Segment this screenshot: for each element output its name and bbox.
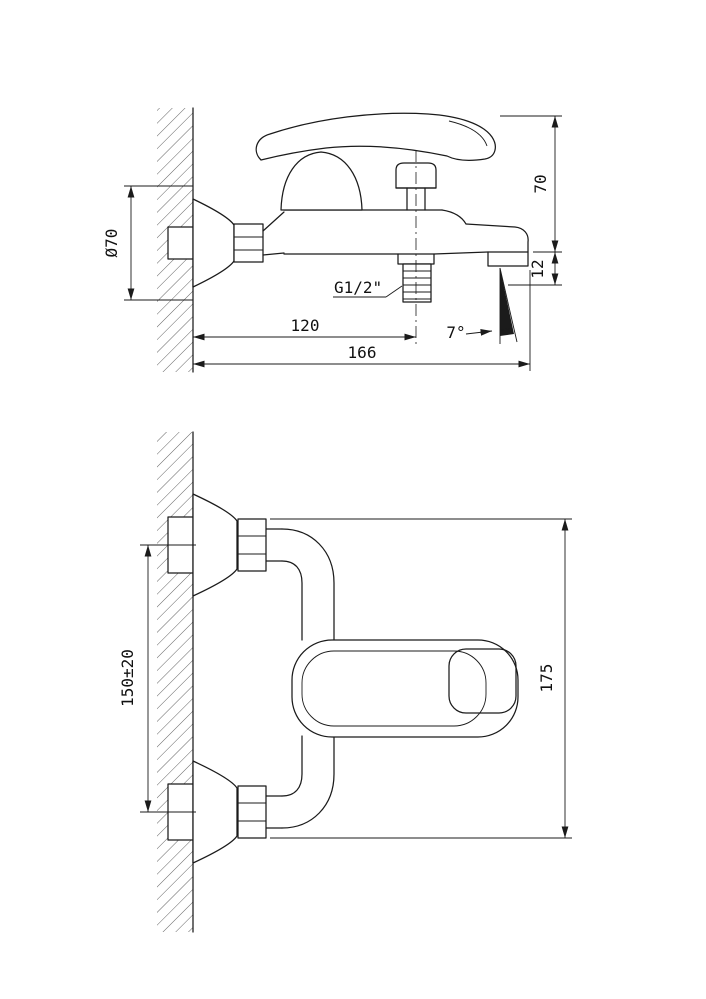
dim-label-thread: G1/2" [334,278,382,297]
dim-wall-to-spout-tip: 166 [193,270,531,371]
dim-spout-height: 70 [500,115,562,253]
lever-contour-line [448,120,488,147]
hex-nut [233,223,264,263]
dim-label-wall-to-outlet: 120 [291,316,320,335]
wall-anchor-block [167,226,194,260]
dim-overall-height: 175 [270,518,572,839]
lever-end-cap [448,648,517,714]
supply-pipes [265,528,335,829]
body-taper-bottom [262,252,285,256]
angle-leader [465,328,493,336]
dim-label-stream-angle: 7° [446,323,465,342]
angle-arc [499,327,513,331]
dim-label-outlet-drop: 12 [528,259,547,278]
dim-outlet-drop: 12 [508,252,562,286]
shower-outlet-thread [397,253,435,303]
lever-handle-front [291,639,519,738]
dim-wall-to-outlet: 120 [193,316,416,341]
cartridge-dome [280,151,363,211]
handle-inner-contour [301,650,487,727]
hex-nut [237,518,267,572]
thread-callout: G1/2" [333,278,403,298]
spout-aerator [487,251,529,267]
front-view: 150±20 175 [118,431,572,933]
lever-handle [255,112,496,162]
dim-mount-centers: 150±20 [118,544,196,813]
dim-label-spout-height: 70 [531,174,550,193]
escutcheon-cone [192,493,238,597]
handle-outer-contour [291,639,519,738]
dim-label-wall-to-spout-tip: 166 [348,343,377,362]
dim-label-overall-height: 175 [537,664,556,693]
mixer-body [283,209,529,267]
dim-flange-diameter: Ø70 [102,185,193,301]
escutcheon-cone [192,760,238,864]
hex-nut [237,785,267,839]
body-taper-top [262,211,285,232]
side-view: Ø70 [102,107,562,373]
water-stream: 7° [446,267,518,344]
dim-label-mount-centers: 150±20 [118,649,137,707]
wall-hatch [157,432,193,932]
dim-label-flange-diameter: Ø70 [102,229,121,258]
callout-leader [385,285,403,298]
escutcheon-cone [192,198,235,288]
